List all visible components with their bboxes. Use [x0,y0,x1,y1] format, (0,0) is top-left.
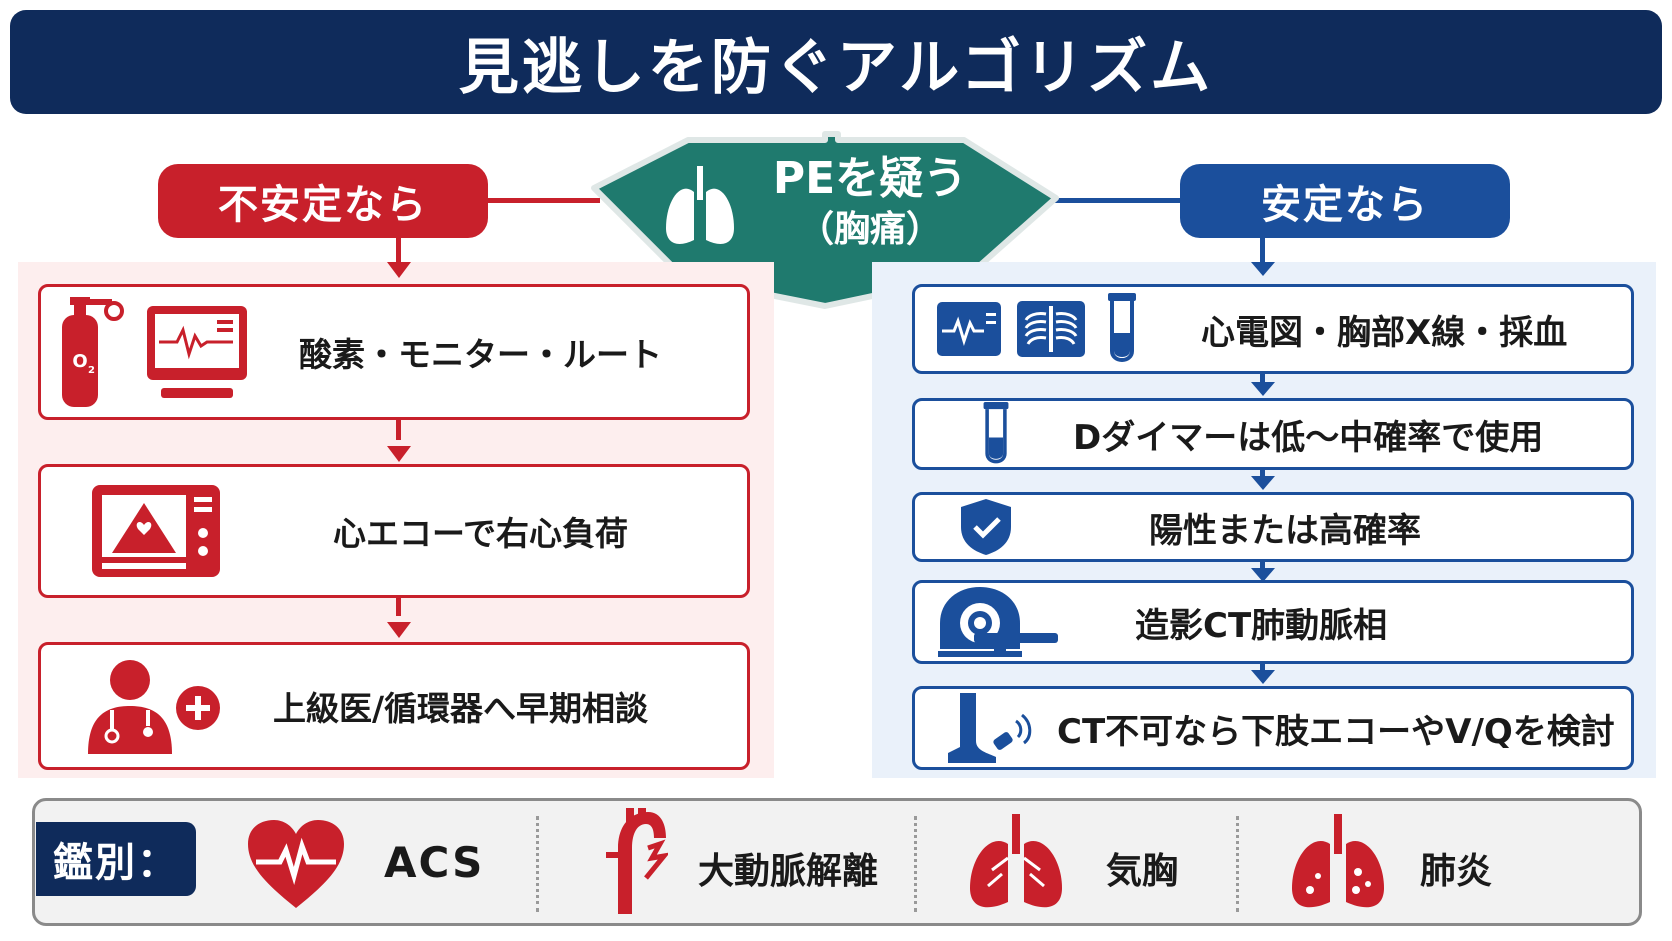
stable-step-1: 心電図・胸部X線・採血 [912,284,1634,374]
title-bar: 見逃しを防ぐアルゴリズム [10,10,1662,114]
arrow-down [1251,568,1275,582]
arrow-line [1260,562,1265,572]
aorta-dissection-icon [606,808,668,914]
differential-label-text: 鑑別： [53,840,179,886]
ecg-icon [933,301,1005,357]
differential-item-pneumothorax: 気胸 [1106,851,1179,892]
differential-item-acs: ACS [384,838,485,887]
arrow-line [396,238,401,264]
decision-text: PEを疑う （胸痛） [720,150,1020,252]
step-label: 心電図・胸部X線・採血 [1201,312,1568,353]
echo-machine-icon [81,483,231,579]
decision-line2: （胸痛） [797,209,942,250]
step-label: 酸素・モニター・ルート [299,335,662,374]
divider [1236,816,1239,912]
svg-text:2: 2 [88,365,95,376]
stable-header: 安定なら [1180,164,1510,238]
doctor-plus-icon [77,656,227,756]
arrow-line [1260,238,1265,264]
heart-pulse-icon [248,820,344,908]
lungs-icon [666,166,734,244]
unstable-header-label: 不安定なら [218,182,428,228]
stable-step-4: 造影CT肺動脈相 [912,580,1634,664]
stable-header-label: 安定なら [1261,182,1429,228]
stable-step-5: CT不可なら下肢エコーやV/Qを検討 [912,686,1634,770]
step-label: 陽性または高確率 [1149,510,1421,551]
arrow-down [387,262,411,278]
stable-step-3: 陽性または高確率 [912,492,1634,562]
decision-line1: PEを疑う [772,153,968,204]
arrow-line [1260,374,1265,384]
arrow-down [1251,382,1275,396]
unstable-header: 不安定なら [158,164,488,238]
step-label: Dダイマーは低〜中確率で使用 [1073,417,1544,458]
lungs-spots-icon [1292,814,1384,908]
svg-text:O: O [72,351,87,372]
step-label: 上級医/循環器へ早期相談 [273,689,649,728]
unstable-step-1: O 2 酸素・モニター・ルート [38,284,750,420]
arrow-down [1251,262,1275,276]
chest-xray-icon [1013,300,1089,358]
arrow-down [387,446,411,462]
lungs-icon [970,814,1062,908]
shield-check-icon [955,497,1017,557]
step-label: 心エコーで右心負荷 [333,514,629,553]
page-title: 見逃しを防ぐアルゴリズム [458,32,1214,103]
connector-left [480,198,600,203]
differential-item-pneumonia: 肺炎 [1420,851,1493,892]
test-tube-icon [971,402,1021,466]
divider [536,816,539,912]
arrow-line [1260,470,1265,480]
leg-ultrasound-icon [933,691,1043,765]
differential-label: 鑑別： [36,822,196,896]
unstable-step-2: 心エコーで右心負荷 [38,464,750,598]
oxygen-tank-icon: O 2 [41,297,141,407]
step-label: 造影CT肺動脈相 [1135,605,1388,646]
arrow-line [1260,664,1265,674]
arrow-down [387,622,411,638]
unstable-step-3: 上級医/循環器へ早期相談 [38,642,750,770]
ct-scanner-icon [933,583,1063,661]
stable-step-2: Dダイマーは低〜中確率で使用 [912,398,1634,470]
arrow-line [396,420,401,440]
connector-right [1050,198,1190,203]
differential-item-dissection: 大動脈解離 [698,851,879,892]
step-label: CT不可なら下肢エコーやV/Qを検討 [1057,711,1615,752]
arrow-down [1251,476,1275,490]
arrow-line [396,596,401,616]
test-tube-icon [1097,293,1147,365]
divider [914,816,917,912]
arrow-down [1251,670,1275,684]
monitor-icon [141,304,253,400]
